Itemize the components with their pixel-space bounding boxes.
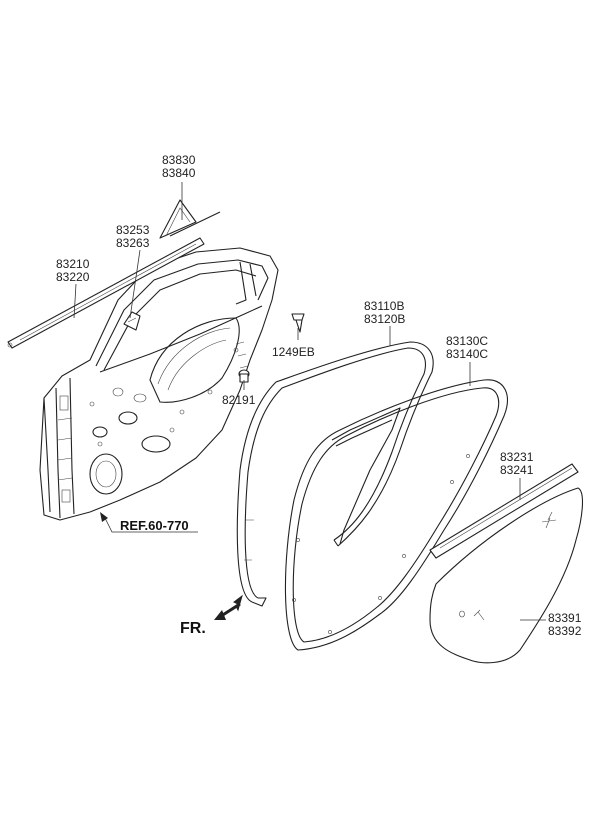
leader-lines <box>73 182 546 621</box>
label-82191: 82191 <box>222 393 256 407</box>
label-83140c: 83140C <box>446 347 488 361</box>
door-side-weatherstrip <box>236 341 434 607</box>
label-83210: 83210 <box>56 257 90 271</box>
label-83220: 83220 <box>56 270 90 284</box>
corner-trim-piece <box>159 199 221 239</box>
plug-82191 <box>238 369 250 383</box>
label-1249eb: 1249EB <box>272 345 315 359</box>
label-83391: 83391 <box>548 611 582 625</box>
door-frame-delta-cover <box>123 311 141 331</box>
body-side-weatherstrip <box>284 379 508 651</box>
rear-door-panel <box>39 247 279 521</box>
label-83120b: 83120B <box>364 312 405 326</box>
label-83110b: 83110B <box>364 299 404 313</box>
front-label: FR. <box>180 620 206 637</box>
belt-moulding-outer <box>7 237 205 349</box>
label-83392: 83392 <box>548 624 582 638</box>
front-direction-arrow-icon <box>214 594 243 620</box>
reference-label: REF.60-770 <box>120 518 189 533</box>
label-83130c: 83130C <box>446 334 488 348</box>
label-83840: 83840 <box>162 166 196 180</box>
label-83253: 83253 <box>116 223 150 237</box>
part-labels: 83830 83840 83253 83263 83210 83220 1249… <box>56 153 582 638</box>
label-83241: 83241 <box>500 463 534 477</box>
label-83231: 83231 <box>500 450 534 464</box>
label-83830: 83830 <box>162 153 196 167</box>
label-83263: 83263 <box>116 236 150 250</box>
belt-weatherstrip-inner <box>429 463 579 559</box>
sealing-cover <box>429 487 584 664</box>
screw-1249eb <box>291 313 305 333</box>
